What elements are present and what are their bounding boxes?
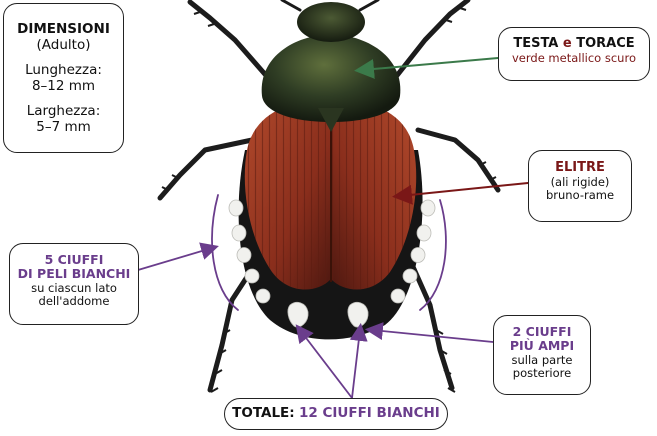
head <box>297 2 365 42</box>
width-value: 5–7 mm <box>4 120 123 136</box>
length-label: Lunghezza: <box>4 63 123 79</box>
side-tufts-line2: DI PELI BIANCHI <box>10 267 138 281</box>
dimensions-box: DIMENSIONI (Adulto) Lunghezza: 8–12 mm L… <box>3 3 124 153</box>
head-thorax-title-part1: TESTA <box>513 36 558 51</box>
head-thorax-description: verde metallico scuro <box>499 52 649 65</box>
side-tufts-line4: dell'addome <box>10 295 138 308</box>
head-thorax-box: TESTA e TORACE verde metallico scuro <box>498 27 650 81</box>
head-thorax-title-connector: e <box>558 36 576 51</box>
width-label: Larghezza: <box>4 104 123 120</box>
side-tufts-line1: 5 CIUFFI <box>10 253 138 267</box>
dimensions-subtitle: (Adulto) <box>4 38 123 54</box>
rear-tufts-line2: PIÙ AMPI <box>494 339 590 353</box>
side-tufts-box: 5 CIUFFI DI PELI BIANCHI su ciascun lato… <box>9 243 139 325</box>
rear-tufts-line4: posteriore <box>494 367 590 380</box>
dimensions-title: DIMENSIONI <box>4 22 123 38</box>
head-thorax-title: TESTA e TORACE <box>499 37 649 52</box>
rear-tufts-box: 2 CIUFFI PIÙ AMPI sulla parte posteriore <box>493 315 591 395</box>
elytra-title: ELITRE <box>529 161 631 176</box>
total-box: TOTALE: 12 CIUFFI BIANCHI <box>224 398 448 430</box>
rear-tufts-line3: sulla parte <box>494 354 590 367</box>
rear-tufts-line1: 2 CIUFFI <box>494 325 590 339</box>
length-value: 8–12 mm <box>4 79 123 95</box>
total-prefix: TOTALE: <box>232 405 295 421</box>
head-thorax-title-part2: TORACE <box>576 36 634 51</box>
side-tufts-line3: su ciascun lato <box>10 282 138 295</box>
elytra-description: bruno-rame <box>529 189 631 202</box>
total-value: 12 CIUFFI BIANCHI <box>299 405 440 421</box>
elytra-box: ELITRE (ali rigide) bruno-rame <box>528 150 632 222</box>
